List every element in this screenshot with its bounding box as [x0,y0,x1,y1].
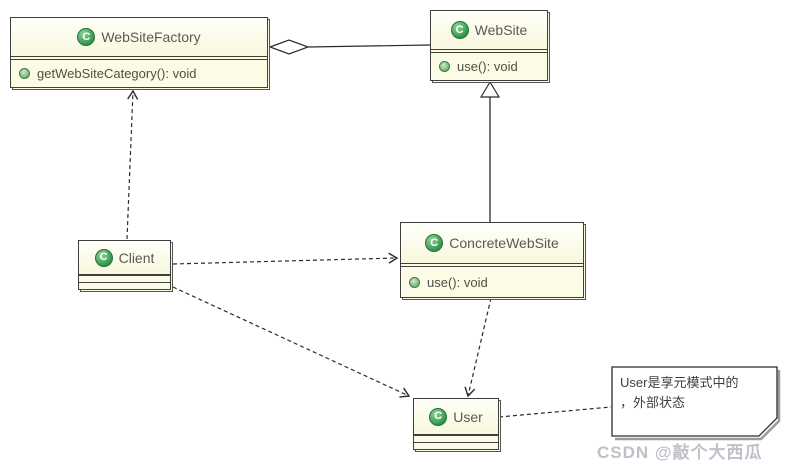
public-method-icon [19,68,30,79]
class-name: User [453,408,483,425]
compartment-separator [401,264,583,267]
class-icon: C [429,407,448,426]
class-icon: C [450,21,469,39]
class-name: WebSiteFactory [101,29,201,45]
dependency-client-websitefactory [126,89,139,240]
class-box-user[interactable]: C User [413,398,499,450]
class-header: C Client [79,241,170,275]
class-icon: C [94,248,113,267]
public-method-icon [409,276,420,288]
methods-compartment [414,442,498,449]
class-box-client[interactable]: C Client [78,240,171,290]
note-anchor-line [498,406,612,418]
method-row: use(): void [431,53,547,80]
class-header: C User [414,399,498,435]
class-name: WebSite [474,22,528,38]
attributes-compartment [79,275,170,282]
method-label: getWebSiteCategory(): void [37,66,197,81]
aggregation-websitefactory-website [268,39,431,55]
class-header: C WebSiteFactory [11,18,267,57]
note[interactable]: User是享元模式中的 ，外部状态 [620,373,772,413]
class-name: Client [118,249,155,266]
method-label: use(): void [427,274,488,290]
class-header: C ConcreteWebSite [401,223,583,264]
method-row: use(): void [401,267,583,297]
compartment-separator [431,50,547,53]
note-shape[interactable] [611,366,781,441]
dependency-concretewebsite-user [464,297,492,398]
public-method-icon [439,61,450,72]
generalization-concretewebsite-website [479,80,501,222]
note-line: ，外部状态 [620,395,686,410]
dependency-client-user [172,286,411,398]
class-icon: C [77,28,96,46]
class-header: C WebSite [431,11,547,50]
note-line: User是享元模式中的 [620,375,739,390]
class-box-website[interactable]: C WebSite use(): void [430,10,548,81]
methods-compartment [79,282,170,289]
class-icon: C [425,234,444,252]
class-name: ConcreteWebSite [449,235,559,251]
compartment-separator [11,57,267,60]
attributes-compartment [414,435,498,442]
dependency-client-concretewebsite [172,252,399,265]
method-row: getWebSiteCategory(): void [11,60,267,87]
class-box-concretewebsite[interactable]: C ConcreteWebSite use(): void [400,222,584,298]
class-box-websitefactory[interactable]: C WebSiteFactory getWebSiteCategory(): v… [10,17,268,88]
method-label: use(): void [457,59,518,74]
csdn-watermark: CSDN @敲个大西瓜 [597,443,763,462]
